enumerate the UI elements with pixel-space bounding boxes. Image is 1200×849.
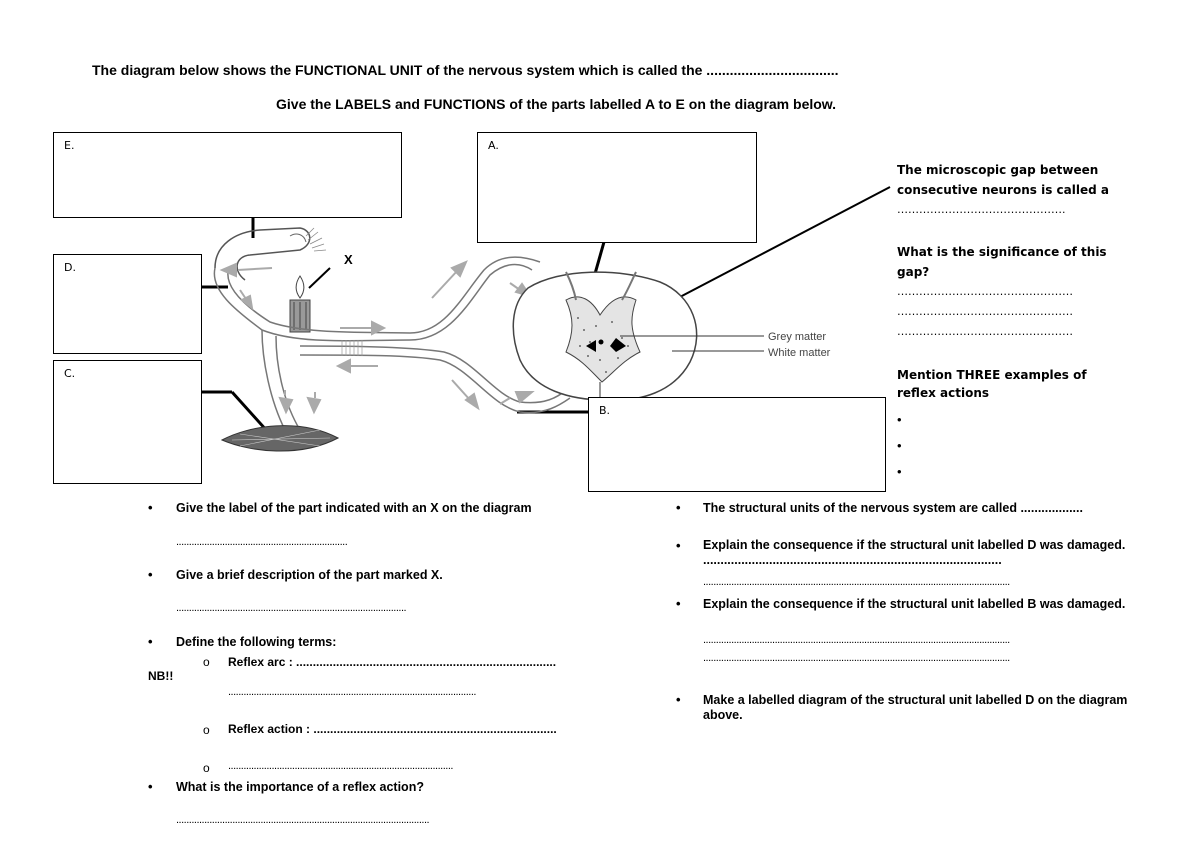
white-matter-label: White matter bbox=[768, 347, 831, 359]
reflex-example-bullet-1[interactable]: • bbox=[897, 412, 902, 427]
significance-answer-line-1[interactable]: ………………………………………… bbox=[897, 282, 1107, 302]
answer-line-damage-b-2[interactable]: ........................................… bbox=[703, 652, 1135, 664]
synapse-question: The microscopic gap between consecutive … bbox=[897, 160, 1109, 220]
x-label: X bbox=[344, 252, 353, 267]
significance-answer-line-2[interactable]: ………………………………………… bbox=[897, 302, 1107, 322]
box-b[interactable]: B. bbox=[588, 397, 886, 492]
box-b-label: B. bbox=[599, 404, 610, 417]
question-draw-structural-unit: Make a labelled diagram of the structura… bbox=[703, 693, 1143, 723]
nb-note: NB!! bbox=[148, 669, 173, 683]
reflex-example-bullet-2[interactable]: • bbox=[897, 438, 902, 453]
box-a-label: A. bbox=[488, 139, 499, 152]
box-e-label: E. bbox=[64, 139, 74, 152]
answer-line-reflex-arc[interactable]: ........................................… bbox=[228, 686, 476, 698]
term-reflex-action[interactable]: Reflex action : ........................… bbox=[228, 722, 557, 736]
box-c-label: C. bbox=[64, 367, 75, 380]
question-reflex-importance: What is the importance of a reflex actio… bbox=[176, 780, 424, 794]
box-d[interactable]: D. bbox=[53, 254, 202, 354]
answer-line-third-term[interactable]: ........................................… bbox=[228, 760, 453, 772]
box-d-label: D. bbox=[64, 261, 76, 274]
muscle-effector-icon bbox=[222, 426, 338, 451]
answer-line-damage-b-1[interactable]: ........................................… bbox=[703, 634, 1135, 646]
box-e[interactable]: E. bbox=[53, 132, 402, 218]
question-describe-x: Give a brief description of the part mar… bbox=[176, 568, 443, 582]
central-canal bbox=[599, 340, 604, 345]
term-reflex-arc[interactable]: Reflex arc : ...........................… bbox=[228, 655, 556, 669]
answer-line-label-x[interactable]: ........................................… bbox=[176, 536, 347, 548]
significance-question: What is the significance of this gap? ……… bbox=[897, 242, 1107, 342]
question-label-x: Give the label of the part indicated wit… bbox=[176, 501, 532, 515]
box-c[interactable]: C. bbox=[53, 360, 202, 484]
answer-line-describe-x[interactable]: ........................................… bbox=[176, 602, 406, 614]
box-a[interactable]: A. bbox=[477, 132, 757, 243]
question-structural-units: The structural units of the nervous syst… bbox=[703, 501, 1083, 515]
answer-line-damage-d[interactable]: ........................................… bbox=[703, 576, 1135, 588]
answer-line-reflex-importance[interactable]: ........................................… bbox=[176, 814, 429, 826]
question-damage-b: Explain the consequence if the structura… bbox=[703, 597, 1133, 612]
question-define-terms: Define the following terms: bbox=[176, 635, 336, 649]
connector-c2 bbox=[232, 392, 268, 432]
candle-icon bbox=[290, 276, 310, 332]
question-damage-d: Explain the consequence if the structura… bbox=[703, 538, 1133, 568]
x-pointer-line bbox=[309, 268, 330, 288]
reflex-examples-question: Mention THREE examples of reflex actions bbox=[897, 366, 1087, 402]
reflex-example-bullet-3[interactable]: • bbox=[897, 464, 902, 479]
synapse-answer-line[interactable]: ………………………………………. bbox=[897, 200, 1109, 220]
significance-answer-line-3[interactable]: ………………………………………… bbox=[897, 322, 1107, 342]
grey-matter-label: Grey matter bbox=[768, 331, 826, 343]
